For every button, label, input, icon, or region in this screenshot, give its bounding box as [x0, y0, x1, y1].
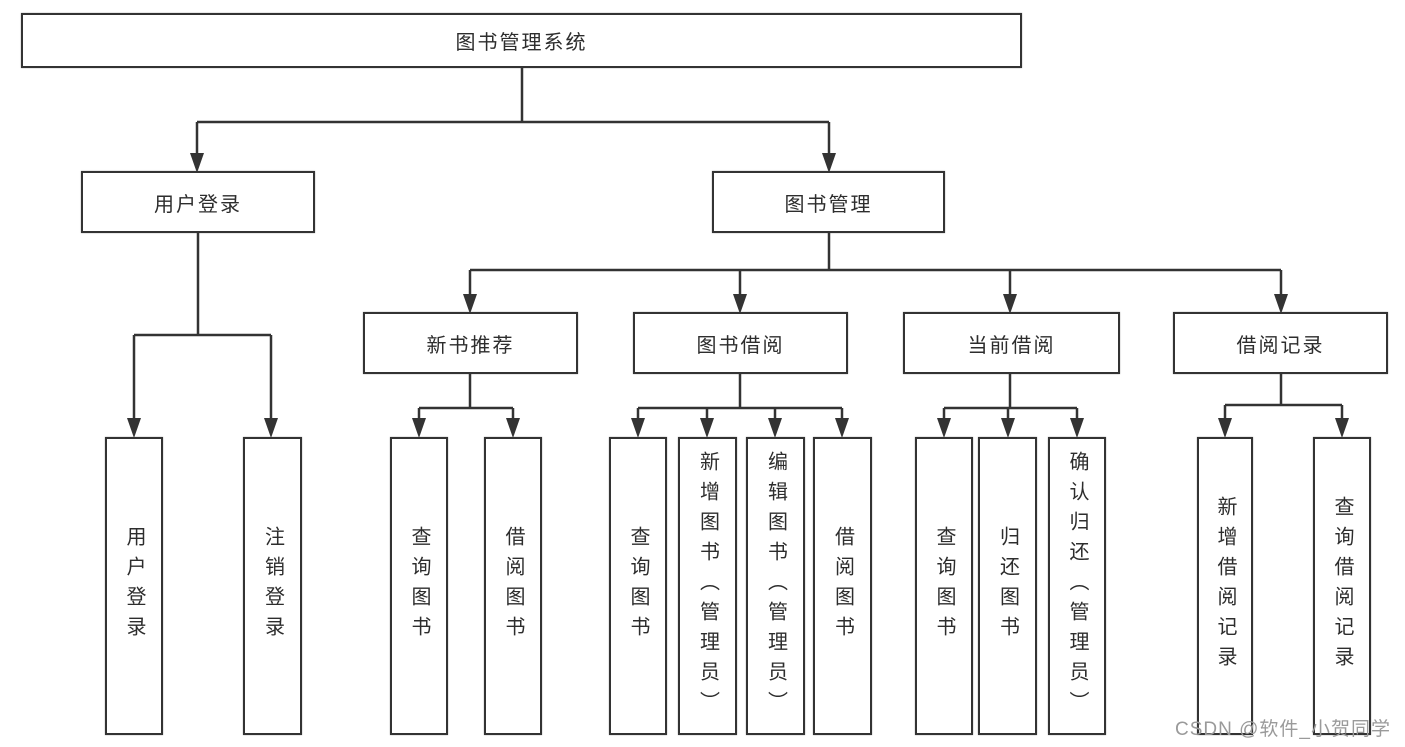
leaf-return-books: 归还图书: [978, 437, 1037, 735]
node-book-management: 图书管理: [712, 171, 945, 233]
arrowheads: [127, 153, 1349, 438]
leaf-user-login: 用户登录: [105, 437, 163, 735]
node-new-book-recommendation: 新书推荐: [363, 312, 578, 374]
leaf-confirm-return-admin: 确认归还（管理员）: [1048, 437, 1106, 735]
leaf-query-books-borrowing: 查询图书: [609, 437, 667, 735]
leaf-query-borrow-record: 查询借阅记录: [1313, 437, 1371, 735]
leaf-edit-books-admin: 编辑图书（管理员）: [746, 437, 805, 735]
csdn-watermark: CSDN @软件_小贺同学: [1175, 719, 1391, 740]
leaf-logout: 注销登录: [243, 437, 302, 735]
node-book-borrowing: 图书借阅: [633, 312, 848, 374]
leaf-borrow-books-borrowing: 借阅图书: [813, 437, 872, 735]
node-current-borrowing: 当前借阅: [903, 312, 1120, 374]
leaf-query-books-current: 查询图书: [915, 437, 973, 735]
node-borrowing-records: 借阅记录: [1173, 312, 1388, 374]
node-root: 图书管理系统: [21, 13, 1022, 68]
leaf-add-borrow-record: 新增借阅记录: [1197, 437, 1253, 735]
node-user-login: 用户登录: [81, 171, 315, 233]
leaf-add-books-admin: 新增图书（管理员）: [678, 437, 737, 735]
leaf-borrow-books-recommend: 借阅图书: [484, 437, 542, 735]
leaf-query-books-recommend: 查询图书: [390, 437, 448, 735]
